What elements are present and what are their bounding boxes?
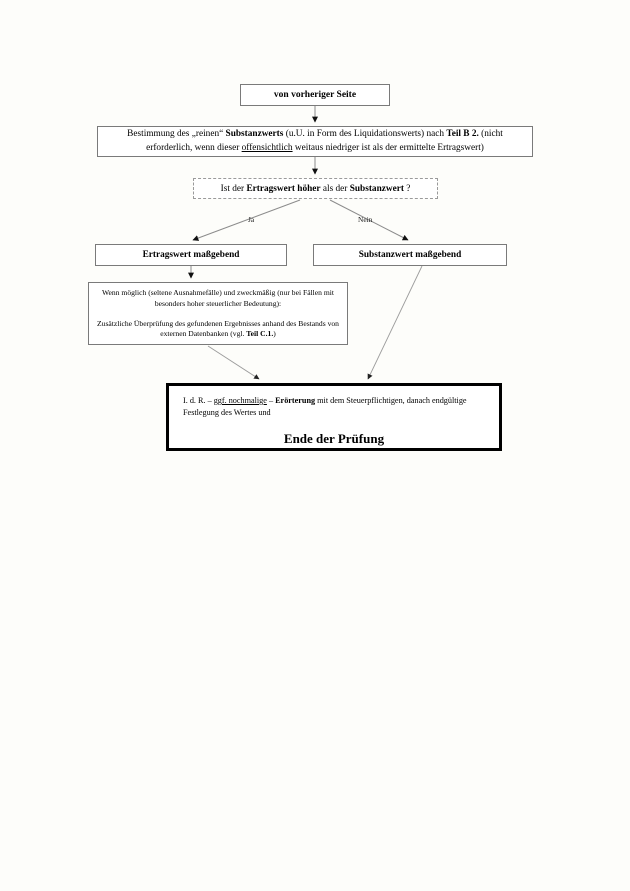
node-decision-ertragswert-hoeher: Ist der Ertragswert höher als der Substa… [193,178,438,199]
node-ende-lead-text: I. d. R. – ggf. nochmalige – Erörterung … [183,396,467,418]
node-zusatz-paragraph-bottom: Zusätzliche Überprüfung des gefundenen E… [97,318,339,339]
edge-label-nein: Nein [358,215,373,224]
connector-zusatzpruefung-to-ende [207,345,260,380]
connector-substanzwert-massgebend-to-ende [367,265,423,380]
node-bestimmung-substanzwert: Bestimmung des „reinen“ Substanzwerts (u… [97,126,533,157]
node-von-vorheriger-seite: von vorheriger Seite [240,84,390,106]
node-ende-der-pruefung: I. d. R. – ggf. nochmalige – Erörterung … [166,383,502,451]
node-zusaetzliche-ueberpruefung: Wenn möglich (seltene Ausnahmefälle) und… [88,282,348,345]
node-substanzwert-massgebend: Substanzwert maßgebend [313,244,507,266]
edge-label-ja: Ja [248,215,255,224]
connector-decision-to-ertragswert [192,199,301,241]
node-start-label: von vorheriger Seite [273,90,357,100]
node-decision-text: Ist der Ertragswert höher als der Substa… [220,183,411,194]
node-substanzwert-text: Bestimmung des „reinen“ Substanzwerts (u… [127,129,503,153]
node-ertragswert-massgebend: Ertragswert maßgebend [95,244,287,266]
node-ende-title: Ende der Prüfung [283,430,385,446]
node-zusatz-paragraph-top: Wenn möglich (seltene Ausnahmefälle) und… [102,288,334,308]
node-ertragswert-label: Ertragswert maßgebend [142,250,240,260]
node-substanzwert-massgebend-label: Substanzwert maßgebend [358,250,462,260]
